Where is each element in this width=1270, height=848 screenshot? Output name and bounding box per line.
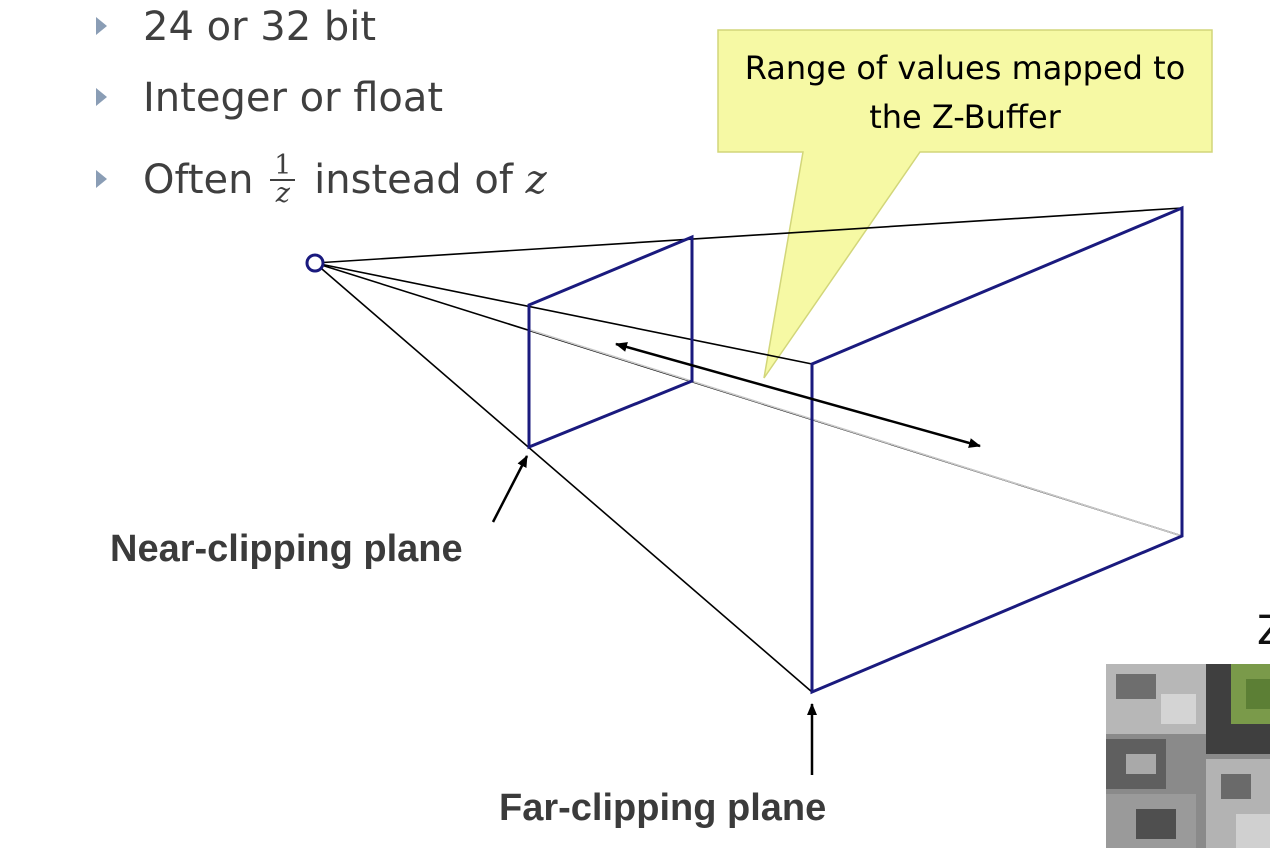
bullet-text: Integer or float	[143, 75, 444, 121]
range-arrow	[615, 342, 981, 448]
bullet-prefix: Often	[143, 157, 267, 203]
fraction-numerator: 1	[270, 152, 296, 181]
callout-line-1: Range of values mapped to	[744, 49, 1186, 87]
callout-bubble	[717, 29, 1213, 379]
bullet-bit-depth: 24 or 32 bit	[96, 2, 376, 52]
callout-line-2: the Z-Buffer	[869, 98, 1061, 136]
triangle-right-icon	[96, 88, 107, 106]
texture-image	[1106, 664, 1270, 848]
far-clipping-label: Far-clipping plane	[499, 787, 827, 829]
bullet-middle: instead of	[301, 157, 526, 203]
bullet-text: 24 or 32 bit	[143, 4, 377, 50]
bullet-number-type: Integer or float	[96, 73, 443, 123]
callout-text: Range of values mapped to the Z-Buffer	[722, 44, 1208, 142]
near-clipping-plane	[527, 234, 694, 450]
view-rays	[314, 207, 1183, 693]
cropped-letter: Z	[1257, 608, 1270, 654]
near-pointer-arrow	[491, 455, 529, 523]
hidden-ray	[529, 329, 1183, 537]
fraction-denominator: z	[275, 178, 290, 209]
near-clipping-label: Near-clipping plane	[110, 528, 463, 570]
triangle-right-icon	[96, 170, 107, 188]
texture-thumbnail	[1106, 664, 1270, 848]
z-variable: z	[525, 157, 547, 203]
circle-eye-point-icon	[305, 253, 325, 273]
triangle-right-icon	[96, 17, 107, 35]
far-clipping-plane	[810, 205, 1184, 695]
